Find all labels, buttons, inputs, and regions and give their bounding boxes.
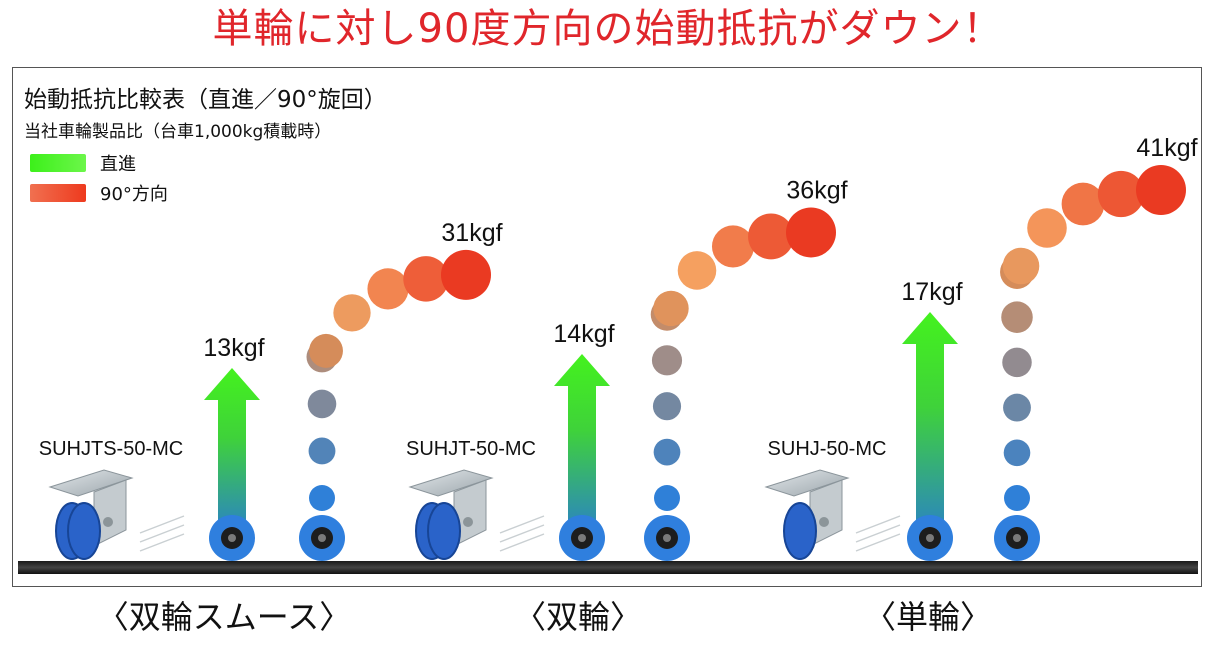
- bar-turn90-1-segment: [653, 438, 681, 466]
- bar-turn90-1-segment: [786, 207, 836, 258]
- caster-axle: [819, 517, 829, 527]
- model-label: SUHJTS-50-MC: [39, 438, 183, 460]
- legend-item-turn90: 90°方向: [30, 182, 168, 205]
- caster-wheel: [427, 502, 461, 560]
- caster-wheel: [67, 502, 101, 560]
- legend-swatch-turn90: [30, 184, 86, 202]
- motion-line: [855, 524, 901, 543]
- bar-turn90-2-segment: [1061, 182, 1105, 226]
- model-label: SUHJT-50-MC: [406, 438, 536, 460]
- wheel-axle-icon: [663, 534, 671, 542]
- value-label-straight-1: 14kgf: [553, 320, 614, 348]
- bar-turn90-0-segment: [309, 485, 335, 511]
- bar-turn90-2-segment: [1097, 170, 1145, 218]
- bar-turn90-0-segment: [309, 333, 343, 368]
- bar-turn90-2-segment: [1001, 301, 1033, 333]
- bar-turn90-2-segment: [1027, 208, 1067, 248]
- bar-straight-2: [902, 312, 958, 523]
- bar-turn90-0-segment: [333, 294, 371, 332]
- legend-swatch-straight: [30, 154, 86, 172]
- motion-line: [139, 533, 185, 552]
- chart-title: 始動抵抗比較表（直進／90°旋回）: [24, 87, 387, 113]
- wheel-axle-icon: [926, 534, 934, 542]
- bar-turn90-2-segment: [1002, 247, 1040, 285]
- legend-item-straight: 直進: [30, 152, 136, 175]
- bar-turn90-0-segment: [308, 437, 336, 465]
- motion-line: [855, 533, 901, 552]
- caster-plate: [764, 469, 850, 497]
- bar-turn90-1-segment: [748, 213, 794, 260]
- bar-turn90-1-segment: [651, 345, 683, 376]
- value-label-turn90-0: 31kgf: [441, 219, 502, 247]
- bar-turn90-2-segment: [1004, 485, 1030, 511]
- chart-subtitle: 当社車輪製品比（台車1,000kg積載時）: [24, 122, 332, 142]
- bar-turn90-2-segment: [1002, 347, 1032, 378]
- category-label-dual: 〈双輪〉: [513, 598, 642, 636]
- value-label-straight-0: 13kgf: [203, 334, 264, 362]
- bar-turn90-0-segment: [403, 256, 449, 302]
- caster-axle: [463, 517, 473, 527]
- bar-turn90-0-segment: [441, 249, 491, 300]
- motion-line: [139, 515, 185, 534]
- bar-turn90-1-segment: [653, 290, 689, 327]
- value-label-turn90-1: 36kgf: [786, 176, 847, 204]
- bar-straight-1: [554, 354, 610, 523]
- wheel-axle-icon: [1013, 534, 1021, 542]
- chart-panel: [12, 67, 1202, 587]
- value-label-turn90-2: 41kgf: [1136, 134, 1197, 162]
- bar-turn90-1-segment: [711, 225, 755, 268]
- wheel-axle-icon: [578, 534, 586, 542]
- bar-turn90-1-segment: [652, 392, 682, 421]
- motion-line: [499, 533, 545, 552]
- bar-straight-0: [204, 368, 260, 523]
- value-label-straight-2: 17kgf: [901, 278, 962, 306]
- category-label-single: 〈単輪〉: [863, 598, 992, 636]
- wheel-axle-icon: [228, 534, 236, 542]
- bar-turn90-1-segment: [677, 251, 717, 290]
- motion-line: [139, 524, 185, 543]
- bar-turn90-2-segment: [1003, 439, 1031, 467]
- bar-turn90-2-segment: [1003, 393, 1031, 422]
- caster-plate: [48, 469, 134, 497]
- bar-turn90-0-segment: [307, 389, 337, 419]
- category-label-dual-smooth: 〈双輪スムース〉: [96, 598, 352, 636]
- model-label: SUHJ-50-MC: [768, 438, 887, 460]
- legend-label-turn90: 90°方向: [100, 184, 168, 205]
- wheel-axle-icon: [318, 534, 326, 542]
- motion-line: [499, 515, 545, 534]
- motion-line: [855, 515, 901, 534]
- motion-line: [499, 524, 545, 543]
- floor: [18, 561, 1198, 574]
- bar-turn90-0-segment: [367, 268, 409, 310]
- caster-axle: [103, 517, 113, 527]
- headline: 単輪に対し90度方向の始動抵抗がダウン！: [212, 6, 1004, 52]
- caster-plate: [408, 469, 494, 497]
- bar-turn90-1-segment: [654, 485, 680, 511]
- caster-wheel: [783, 502, 817, 560]
- legend-label-straight: 直進: [100, 154, 136, 175]
- bar-turn90-2-segment: [1136, 165, 1186, 215]
